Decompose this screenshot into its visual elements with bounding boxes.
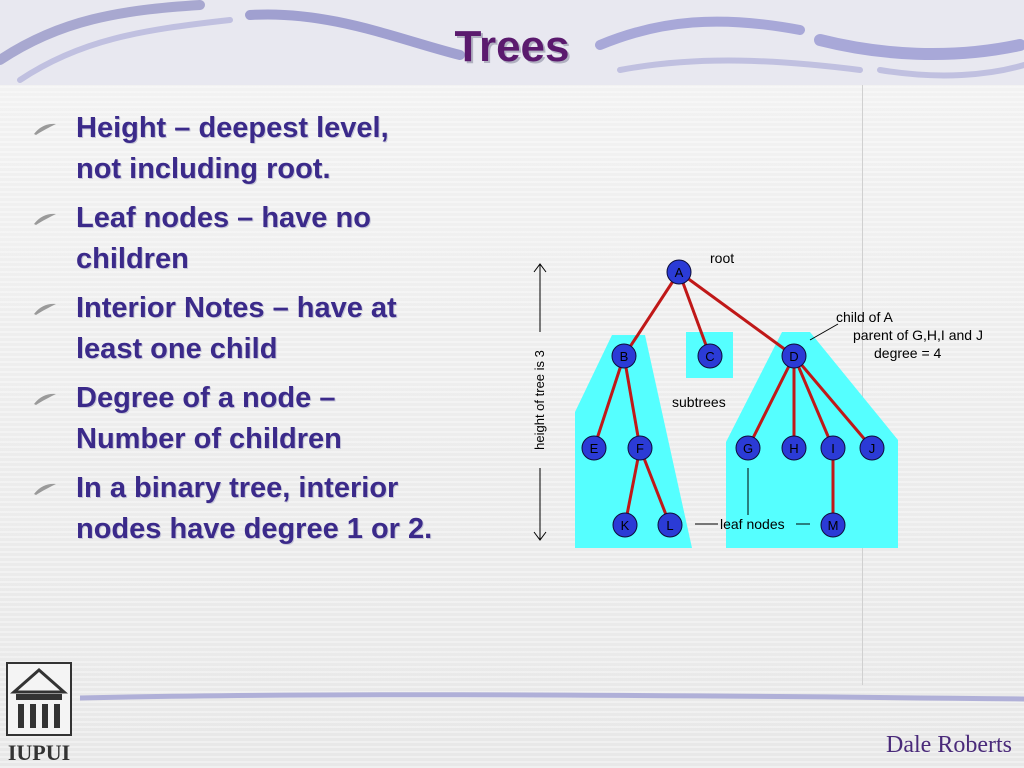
edge-f-k bbox=[623, 447, 642, 526]
bullet-line-1: In a binary tree, interior bbox=[76, 472, 399, 504]
subtree-region-d bbox=[726, 332, 898, 548]
footer-decoration bbox=[80, 692, 1024, 702]
bullet-item: Height – deepest level, not including ro… bbox=[30, 108, 510, 190]
node-k-label: K bbox=[621, 518, 630, 533]
node-f-label: F bbox=[636, 441, 644, 456]
slide-title: Trees bbox=[454, 22, 570, 71]
node-a-label: A bbox=[675, 265, 684, 280]
edge-f-l bbox=[638, 447, 672, 526]
bullet-line-1: Leaf nodes – have no bbox=[76, 202, 371, 234]
bullet-item: Degree of a node – Number of children bbox=[30, 378, 510, 460]
bullet-icon bbox=[34, 213, 56, 225]
tree-nodes: A B C D E F G H I J K L M bbox=[581, 259, 885, 538]
height-label: height of tree is 3 bbox=[532, 350, 547, 450]
bullet-line-2: least one child bbox=[76, 333, 278, 365]
node-i-label: I bbox=[831, 441, 835, 456]
svg-text:IUPUI: IUPUI bbox=[8, 740, 70, 765]
node-g: G bbox=[735, 435, 761, 461]
node-c: C bbox=[697, 343, 723, 369]
edge-d-j bbox=[792, 355, 874, 449]
bullet-icon bbox=[34, 123, 56, 135]
bullet-item: Interior Notes – have at least one child bbox=[30, 288, 510, 370]
degree-label: degree = 4 bbox=[874, 345, 942, 361]
child-of-a-label: child of A bbox=[836, 309, 893, 325]
subtrees-label: subtrees bbox=[672, 394, 726, 410]
bullet-line-2: not including root. bbox=[76, 153, 331, 185]
author-name: Dale Roberts bbox=[886, 732, 1012, 758]
tree-diagram: A B C D E F G H I J K L M height of tree… bbox=[532, 250, 983, 548]
node-c-label: C bbox=[705, 349, 714, 364]
tree-edges bbox=[592, 270, 874, 526]
child-of-a-leader bbox=[809, 323, 839, 341]
edge-b-e bbox=[592, 355, 626, 449]
bullet-line-1: Interior Notes – have at bbox=[76, 292, 397, 324]
node-e-label: E bbox=[590, 441, 599, 456]
bullet-icon bbox=[34, 483, 56, 495]
node-j-label: J bbox=[869, 441, 876, 456]
bullet-line-2: children bbox=[76, 243, 189, 275]
divider bbox=[862, 85, 863, 685]
bullet-icon bbox=[34, 303, 56, 315]
node-m: M bbox=[820, 512, 846, 538]
root-label: root bbox=[710, 250, 734, 266]
edge-a-d bbox=[678, 270, 795, 358]
node-h-label: H bbox=[789, 441, 798, 456]
edge-b-f bbox=[622, 355, 642, 449]
node-l: L bbox=[657, 512, 683, 538]
node-g-label: G bbox=[743, 441, 753, 456]
height-arrow bbox=[533, 263, 547, 541]
bullet-item: In a binary tree, interior nodes have de… bbox=[30, 468, 510, 550]
bullet-line-1: Height – deepest level, bbox=[76, 112, 389, 144]
bullet-item: Leaf nodes – have no children bbox=[30, 198, 510, 280]
node-j: J bbox=[859, 435, 885, 461]
edge-d-g bbox=[746, 355, 796, 449]
bullet-line-2: nodes have degree 1 or 2. bbox=[76, 513, 433, 545]
bullet-list: Height – deepest level, not including ro… bbox=[30, 108, 510, 558]
node-i: I bbox=[820, 435, 846, 461]
node-m-label: M bbox=[828, 518, 839, 533]
bullet-line-2: Number of children bbox=[76, 423, 342, 455]
node-e: E bbox=[581, 435, 607, 461]
leaf-nodes-label: leaf nodes bbox=[720, 516, 785, 532]
node-d: D bbox=[781, 343, 807, 369]
edge-d-i bbox=[792, 355, 835, 449]
node-f: F bbox=[627, 435, 653, 461]
header-decoration bbox=[0, 0, 1024, 85]
bullet-line-1: Degree of a node – bbox=[76, 382, 336, 414]
node-b-label: B bbox=[620, 349, 629, 364]
edge-a-c bbox=[677, 271, 712, 357]
node-d-label: D bbox=[789, 349, 798, 364]
edge-a-b bbox=[622, 271, 681, 357]
node-k: K bbox=[612, 512, 638, 538]
parent-of-label: parent of G,H,I and J bbox=[853, 327, 983, 343]
node-a: A bbox=[666, 259, 692, 285]
node-l-label: L bbox=[666, 518, 673, 533]
node-h: H bbox=[781, 435, 807, 461]
iupui-logo: IUPUI bbox=[6, 662, 72, 765]
node-b: B bbox=[611, 343, 637, 369]
bullet-icon bbox=[34, 393, 56, 405]
